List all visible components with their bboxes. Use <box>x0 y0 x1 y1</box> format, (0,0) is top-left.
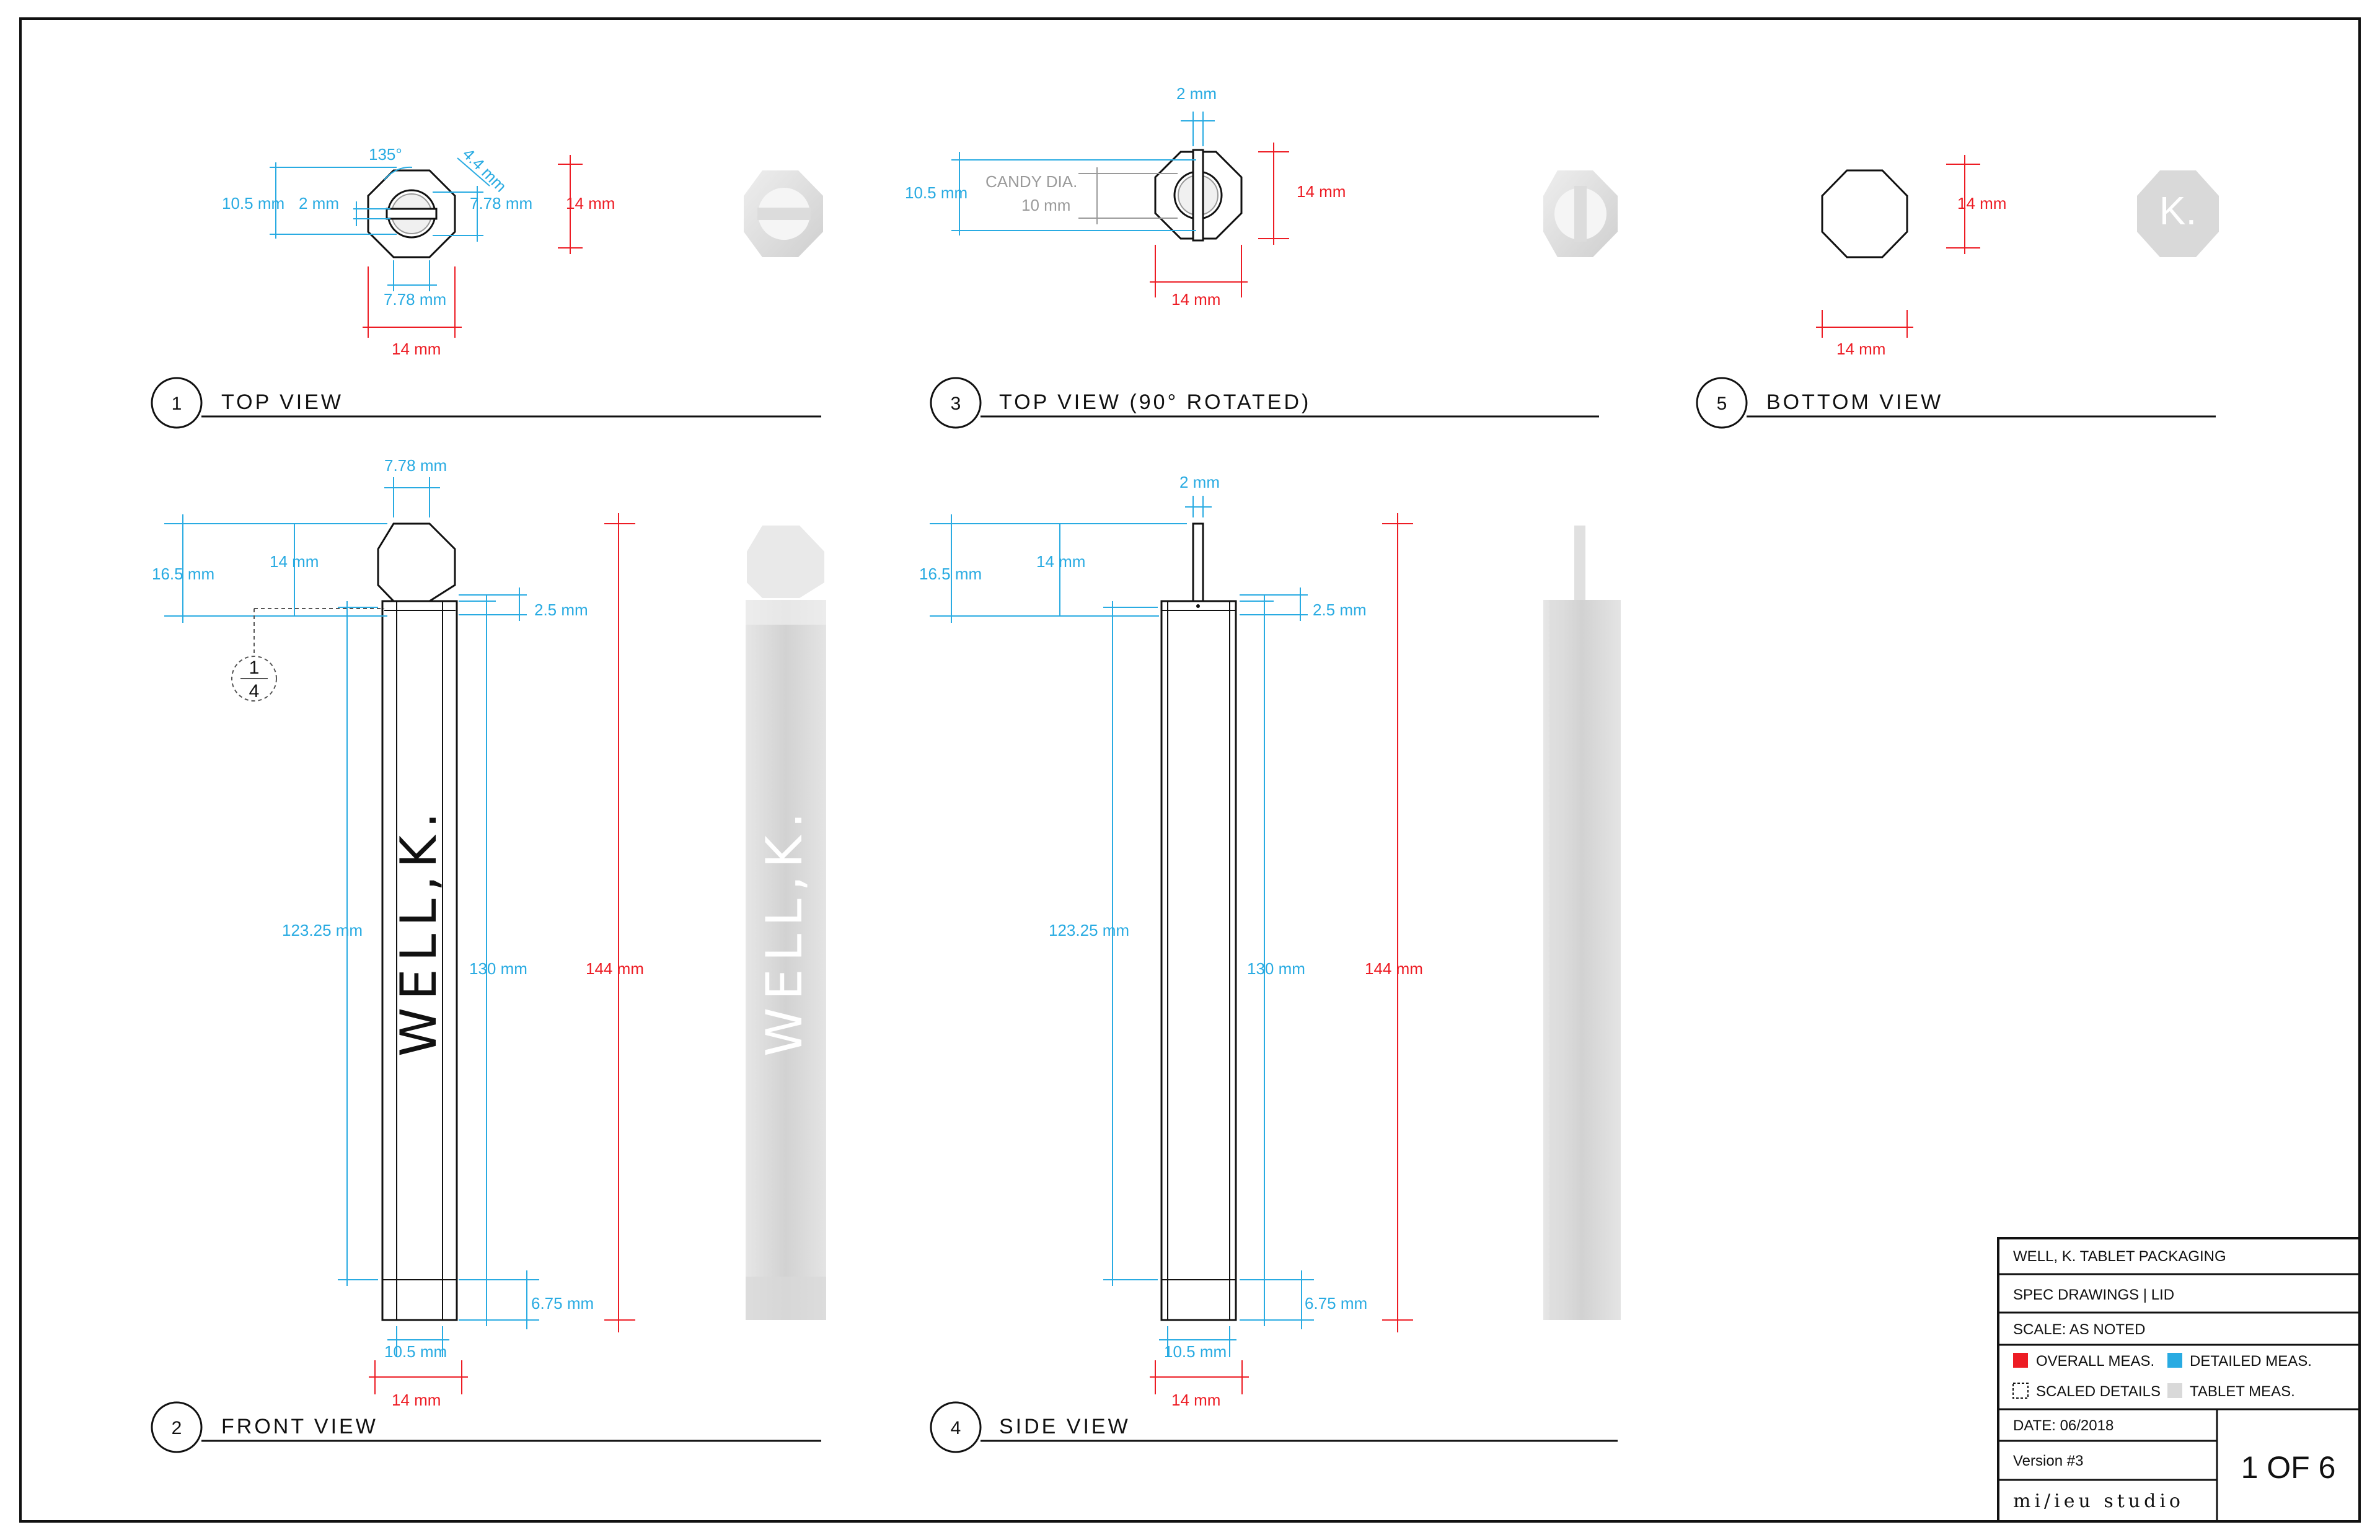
legend-tablet-label: TABLET MEAS. <box>2190 1383 2295 1400</box>
scale-note: SCALE: AS NOTED <box>2013 1321 2145 1338</box>
view-4-number: 4 <box>951 1418 961 1438</box>
view-1-title: TOP VIEW <box>221 390 343 414</box>
date-field: DATE: 06/2018 <box>2013 1417 2113 1434</box>
rot-2mm-label: 2 mm <box>1176 84 1217 103</box>
rot-14-right-label: 14 mm <box>1297 182 1346 201</box>
legend-overall-swatch <box>2013 1353 2028 1368</box>
front-14-label: 14 mm <box>270 552 319 571</box>
side-6-75-label: 6.75 mm <box>1305 1294 1367 1313</box>
side-2-5-label: 2.5 mm <box>1313 601 1367 619</box>
detail-callout-top: 1 <box>249 658 260 678</box>
side-view-render <box>1543 526 1621 1320</box>
legend-detailed-swatch <box>2167 1353 2182 1368</box>
legend-scaled-swatch <box>2012 1383 2029 1399</box>
top-angle-label: 135° <box>369 145 402 164</box>
front-brand-text: WELL,K. <box>390 805 447 1057</box>
front-2-5-label: 2.5 mm <box>534 601 588 619</box>
side-144-label: 144 mm <box>1365 959 1423 978</box>
top-4-4-label: 4.4 mm <box>459 144 511 196</box>
view-3-number: 3 <box>951 394 961 414</box>
side-14-bottom-label: 14 mm <box>1171 1391 1220 1409</box>
view-1-number: 1 <box>172 394 182 414</box>
top-view-drawing: 135° 4.4 mm 10.5 mm 2 mm 7.78 mm 14 mm 7… <box>222 144 615 358</box>
rot-10-5-label: 10.5 mm <box>905 183 967 202</box>
bottom-logo-text: K. <box>2159 188 2197 233</box>
front-144-label: 144 mm <box>586 959 644 978</box>
view-5-number: 5 <box>1717 394 1727 414</box>
page-number: 1 OF 6 <box>2241 1450 2336 1485</box>
bottom-14-right-label: 14 mm <box>1957 194 2006 213</box>
top-view-render <box>744 170 823 257</box>
bottom-view-drawing: 14 mm 14 mm <box>1816 155 2006 358</box>
top-7-78-bottom-label: 7.78 mm <box>384 290 446 309</box>
top-view-rotated-render <box>1543 170 1618 257</box>
view-label-1: 1 TOP VIEW <box>151 377 821 429</box>
front-view-drawing: WELL,K. 1 4 <box>152 456 644 1409</box>
top-14-right-label: 14 mm <box>566 194 615 213</box>
view-label-5: 5 BOTTOM VIEW <box>1696 377 2216 429</box>
view-label-4: 4 SIDE VIEW <box>930 1401 1618 1453</box>
front-14-bottom-label: 14 mm <box>392 1391 441 1409</box>
front-6-75-label: 6.75 mm <box>531 1294 594 1313</box>
side-16-5-label: 16.5 mm <box>919 565 982 583</box>
top-7-78-right-label: 7.78 mm <box>470 194 532 213</box>
view-3-title: TOP VIEW (90° ROTATED) <box>999 390 1311 414</box>
sheet-title: SPEC DRAWINGS | LID <box>2013 1287 2174 1303</box>
detail-callout-bottom: 4 <box>249 681 260 702</box>
rot-14-bottom-label: 14 mm <box>1171 290 1220 309</box>
front-130-label: 130 mm <box>469 959 527 978</box>
bottom-view-render: K. <box>2137 170 2219 257</box>
view-2-number: 2 <box>172 1418 182 1438</box>
side-view-drawing: 2 mm 16.5 mm 14 mm 2.5 mm 123.25 mm 130 … <box>919 473 1423 1409</box>
title-block: WELL, K. TABLET PACKAGING SPEC DRAWINGS … <box>1997 1237 2361 1523</box>
side-2mm-label: 2 mm <box>1179 473 1220 491</box>
front-123-25-label: 123.25 mm <box>282 921 363 939</box>
side-130-label: 130 mm <box>1247 959 1305 978</box>
side-123-25-label: 123.25 mm <box>1049 921 1129 939</box>
version-field: Version #3 <box>2013 1453 2083 1469</box>
top-14-bottom-label: 14 mm <box>392 340 441 358</box>
project-title: WELL, K. TABLET PACKAGING <box>2013 1248 2226 1265</box>
side-10-5-label: 10.5 mm <box>1164 1342 1227 1361</box>
front-16-5-label: 16.5 mm <box>152 565 214 583</box>
top-10-5-label: 10.5 mm <box>222 194 284 213</box>
legend-tablet-swatch <box>2167 1383 2182 1398</box>
render-brand-text: WELL,K. <box>756 805 813 1057</box>
legend-detailed-label: DETAILED MEAS. <box>2190 1353 2312 1370</box>
bottom-14-bottom-label: 14 mm <box>1836 340 1885 358</box>
view-label-3: 3 TOP VIEW (90° ROTATED) <box>930 377 1599 429</box>
sheet-border <box>19 17 2361 1523</box>
front-10-5-label: 10.5 mm <box>384 1342 447 1361</box>
studio-name: mi/ieu studio <box>2013 1490 2184 1512</box>
legend-scaled-label: SCALED DETAILS <box>2036 1383 2161 1400</box>
side-14-label: 14 mm <box>1036 552 1085 571</box>
front-view-render: WELL,K. <box>746 526 826 1320</box>
candy-dia-label: CANDY DIA. <box>985 172 1077 191</box>
view-4-title: SIDE VIEW <box>999 1415 1130 1438</box>
top-2mm-label: 2 mm <box>299 194 339 213</box>
view-2-title: FRONT VIEW <box>221 1415 378 1438</box>
candy-dia-value: 10 mm <box>1021 196 1070 214</box>
view-label-2: 2 FRONT VIEW <box>151 1401 821 1453</box>
front-7-78-label: 7.78 mm <box>384 456 447 475</box>
view-5-title: BOTTOM VIEW <box>1766 390 1943 414</box>
top-view-rotated-drawing: 2 mm 10.5 mm CANDY DIA. 10 mm 14 mm 14 m… <box>905 84 1346 309</box>
legend-overall-label: OVERALL MEAS. <box>2036 1353 2154 1370</box>
